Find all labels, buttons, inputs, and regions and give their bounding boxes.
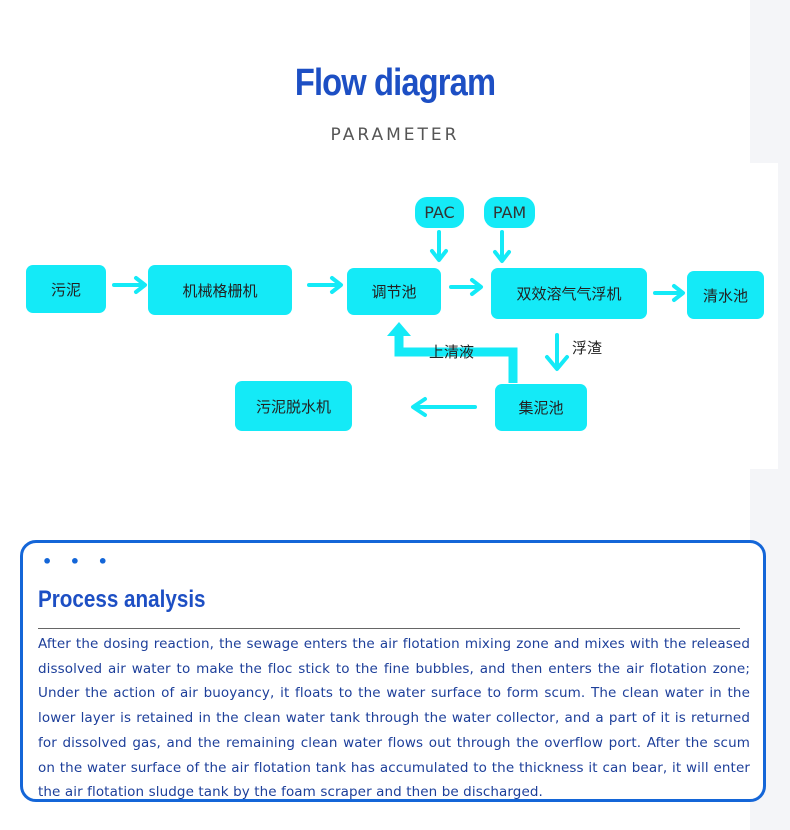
arrow-pac-down [430, 230, 448, 262]
node-dissolved-air-flotation: 双效溶气气浮机 [491, 268, 647, 319]
diagram-area [0, 163, 778, 469]
node-clear-water-tank: 清水池 [687, 271, 764, 319]
node-sludge: 污泥 [26, 265, 106, 313]
arrow-sludge-to-screen [112, 276, 147, 294]
process-analysis-title: Process analysis [38, 586, 206, 613]
arrow-supernatant-return [394, 332, 518, 383]
process-analysis-text: After the dosing reaction, the sewage en… [38, 636, 750, 801]
title-divider [38, 628, 740, 629]
decorative-dots: • • • [42, 552, 114, 571]
node-regulating-tank: 调节池 [347, 268, 441, 315]
arrow-sludgetank-to-dewatering [411, 397, 477, 417]
node-sludge-dewatering: 污泥脱水机 [235, 381, 352, 431]
arrow-daf-to-clearwater [653, 284, 685, 302]
arrow-pam-down [493, 230, 511, 263]
page-title: Flow diagram [294, 62, 496, 104]
arrow-screen-to-regulating [307, 276, 343, 294]
node-pac: PAC [415, 197, 464, 228]
node-sludge-tank: 集泥池 [495, 384, 587, 431]
process-analysis-panel [20, 540, 766, 802]
node-mechanical-screen: 机械格栅机 [148, 265, 292, 315]
arrow-regulating-to-daf [449, 278, 483, 296]
arrow-scum-down [545, 333, 569, 371]
arrow-supernatant-head [387, 322, 411, 336]
page-subtitle: PARAMETER [330, 125, 460, 145]
node-pam: PAM [484, 197, 535, 228]
label-supernatant: 上清液 [429, 343, 475, 361]
label-scum: 浮渣 [572, 339, 603, 357]
